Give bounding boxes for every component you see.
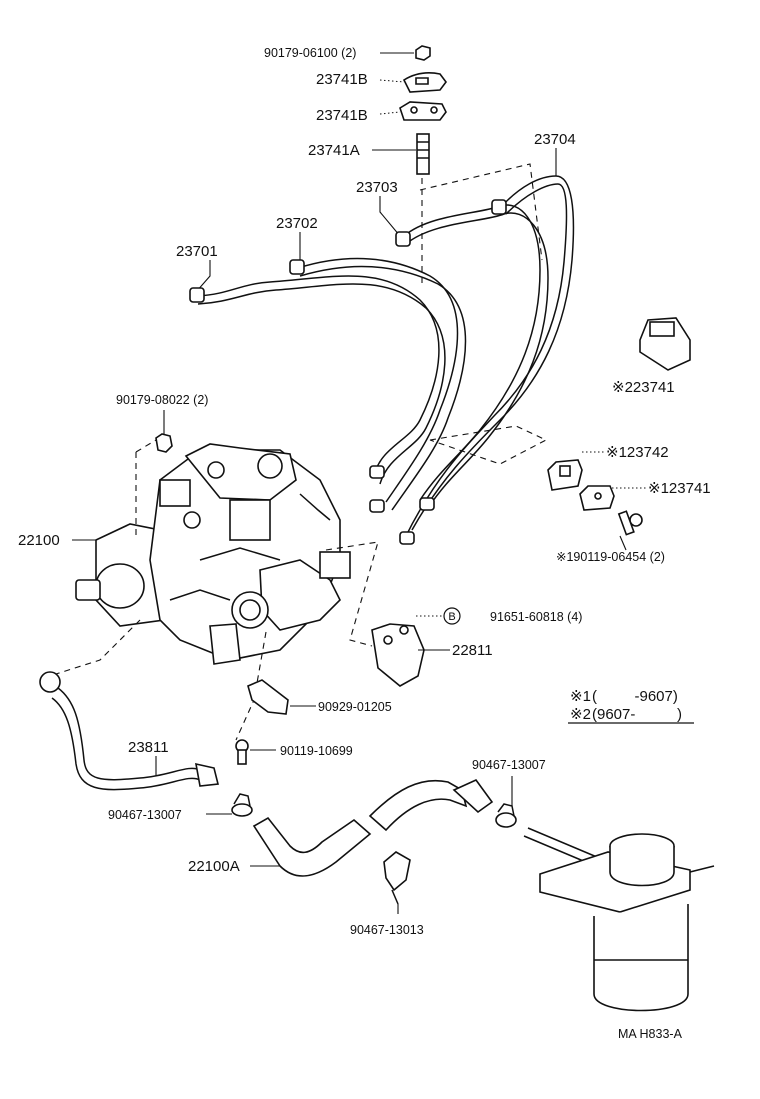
label-clip-right: 90467-13007	[472, 758, 546, 772]
label-clip-left: 90467-13007	[108, 808, 182, 822]
nut-top-icon	[415, 45, 431, 61]
bracket-icon	[371, 623, 425, 687]
label-clamp-b2: 23741B	[316, 107, 368, 124]
label-bracket: 22811	[452, 642, 493, 659]
circle-b-letter: B	[448, 611, 455, 623]
label-bolt-alt: ※190119-06454 (2)	[556, 550, 665, 564]
injection-pump-icon	[75, 443, 351, 665]
label-ref-code: MA H833-A	[618, 1027, 683, 1041]
label-pipe-23701: 23701	[176, 243, 218, 260]
injection-pipes-icon	[189, 175, 575, 545]
label-clamp-b1: 23741B	[316, 71, 368, 88]
label-pipe-23704: 23704	[534, 131, 576, 148]
label-hose-clamp: 90929-01205	[318, 700, 392, 714]
label-pipe-23703: 23703	[356, 179, 398, 196]
pump-nut-icon	[155, 433, 173, 453]
clamp-alt2-icon	[547, 459, 583, 491]
clip-bottom-icon	[383, 851, 411, 905]
note-2-mark: ※2	[570, 706, 591, 723]
stud-icon	[416, 133, 430, 175]
label-clip-bottom: 90467-13013	[350, 923, 424, 937]
label-pipe-23702: 23702	[276, 215, 318, 232]
label-clamp-alt3: ※123741	[648, 480, 711, 497]
label-main-hose: 22100A	[188, 858, 240, 875]
label-clamp-a: 23741A	[308, 142, 360, 159]
hose-clamp-bracket-icon	[247, 679, 289, 715]
main-hose-icon	[252, 779, 494, 877]
note-1-mark: ※1	[570, 688, 591, 705]
label-bolt-b: 91651-60818 (4)	[490, 610, 582, 624]
label-hose-pipe: 23811	[128, 739, 169, 756]
bolt-small-icon	[235, 739, 249, 765]
clip-right-icon	[495, 803, 517, 828]
label-clamp-alt: ※223741	[612, 379, 675, 396]
fuel-filter-icon	[523, 827, 715, 1012]
circle-b-marker	[443, 607, 461, 625]
clamp-alt-icon	[639, 317, 691, 371]
clamp-upper-icon	[402, 72, 447, 93]
note-2-text: (9607- )	[592, 706, 682, 723]
clamp-alt3-icon	[579, 485, 615, 511]
clamp-lower-icon	[399, 101, 447, 121]
label-nut-pump: 90179-08022 (2)	[116, 393, 208, 407]
bolt-alt-icon	[617, 510, 643, 536]
label-pump: 22100	[18, 532, 60, 549]
note-1-text: ( -9607)	[592, 688, 678, 705]
label-nut-top: 90179-06100 (2)	[264, 46, 356, 60]
label-clamp-alt2: ※123742	[606, 444, 669, 461]
clip-left-icon	[231, 793, 253, 817]
hose-pipe-icon	[39, 671, 219, 791]
label-bolt-small: 90119-10699	[280, 744, 353, 758]
